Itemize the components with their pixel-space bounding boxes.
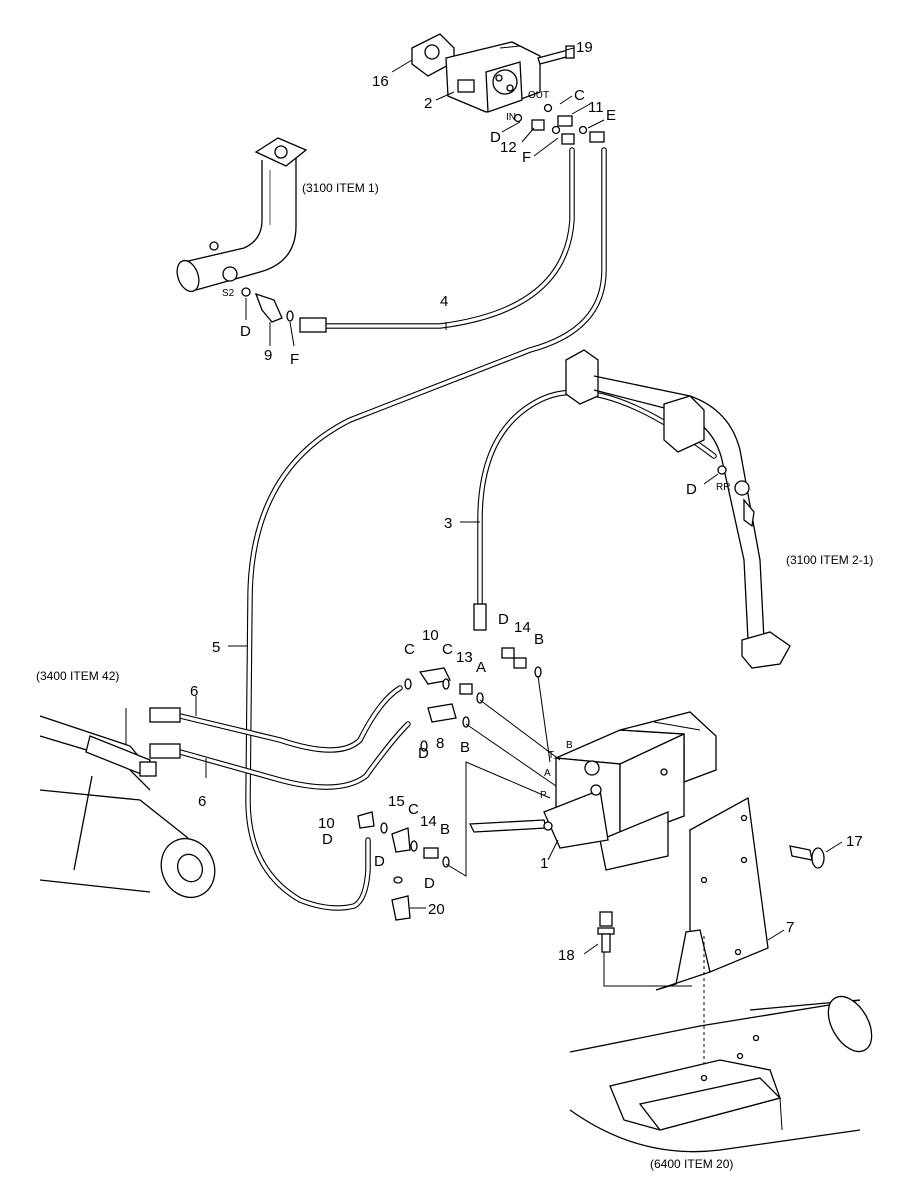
- letter-d-elbow: D: [240, 323, 251, 340]
- callout-5: 5: [212, 639, 220, 656]
- letter-c-10b: C: [442, 641, 453, 658]
- callout-20: 20: [428, 901, 445, 918]
- letter-f-elbow: F: [290, 351, 299, 368]
- elbow-fitting-9: [241, 287, 294, 323]
- callout-6-lower: 6: [198, 793, 206, 810]
- hose-6-lower: [149, 721, 411, 790]
- callout-4: 4: [440, 293, 448, 310]
- callout-12: 12: [500, 139, 517, 156]
- port-p: P: [540, 790, 547, 801]
- letter-b-low: B: [440, 821, 450, 838]
- callout-14-lower: 14: [420, 813, 437, 830]
- callout-18: 18: [558, 947, 575, 964]
- hose-5: [245, 147, 607, 911]
- callout-10-lower: 10: [318, 815, 335, 832]
- letter-d-rr: D: [686, 481, 697, 498]
- callout-15: 15: [388, 793, 405, 810]
- letter-c-10a: C: [404, 641, 415, 658]
- letter-a-valve: A: [476, 659, 486, 676]
- bolt-18: [597, 911, 615, 953]
- letter-d-pump: D: [490, 129, 501, 146]
- gear-pump: [411, 33, 541, 113]
- letter-d-8: D: [418, 745, 429, 762]
- hose-6-upper: [149, 685, 403, 753]
- letter-c-pump: C: [574, 87, 585, 104]
- reference-3100-item-2-1: (3100 ITEM 2-1): [786, 553, 873, 567]
- port-b: B: [566, 740, 573, 751]
- letter-d-low1: D: [322, 831, 333, 848]
- callout-19: 19: [576, 39, 593, 56]
- suction-pipe: [176, 137, 308, 293]
- hose-3: [473, 389, 717, 631]
- callout-1: 1: [540, 855, 548, 872]
- callout-8: 8: [436, 735, 444, 752]
- callout-16: 16: [372, 73, 389, 90]
- valve-fittings: [125, 647, 705, 1078]
- callout-17: 17: [846, 833, 863, 850]
- callout-13: 13: [456, 649, 473, 666]
- bolt-17: [789, 845, 825, 869]
- callout-7: 7: [786, 919, 794, 936]
- letter-d-low2: D: [374, 853, 385, 870]
- port-t: T: [548, 750, 554, 761]
- boom-structure: [39, 715, 216, 898]
- port-out: OUT: [528, 90, 549, 101]
- port-in: IN: [506, 112, 516, 123]
- return-pipe: [565, 349, 791, 669]
- letter-e-pump: E: [606, 107, 616, 124]
- letter-c-low: C: [408, 801, 419, 818]
- reference-3100-item-1: (3100 ITEM 1): [302, 181, 379, 195]
- port-rr: RR: [716, 482, 730, 493]
- hose-4: [299, 147, 575, 333]
- pump-bolt: [537, 45, 575, 65]
- reference-3400-item-42: (3400 ITEM 42): [36, 669, 119, 683]
- port-s2: S2: [222, 288, 235, 299]
- port-a: A: [544, 768, 551, 779]
- letter-d-low3: D: [424, 875, 435, 892]
- letter-b-8: B: [460, 739, 470, 756]
- callout-2: 2: [424, 95, 432, 112]
- letter-d-valve: D: [498, 611, 509, 628]
- control-valve: [468, 711, 717, 871]
- mounting-bracket: [655, 796, 769, 991]
- leader-lines: [195, 47, 843, 955]
- reference-6400-item-20: (6400 ITEM 20): [650, 1157, 733, 1171]
- callout-10-upper: 10: [422, 627, 439, 644]
- lower-frame: [569, 995, 873, 1153]
- callout-3: 3: [444, 515, 452, 532]
- callout-14-upper: 14: [514, 619, 531, 636]
- callout-6-upper: 6: [190, 683, 198, 700]
- callout-11: 11: [588, 99, 604, 116]
- callout-9: 9: [264, 347, 272, 364]
- pump-fittings: [513, 103, 605, 145]
- letter-f-pump: F: [522, 149, 531, 166]
- letter-b-valve: B: [534, 631, 544, 648]
